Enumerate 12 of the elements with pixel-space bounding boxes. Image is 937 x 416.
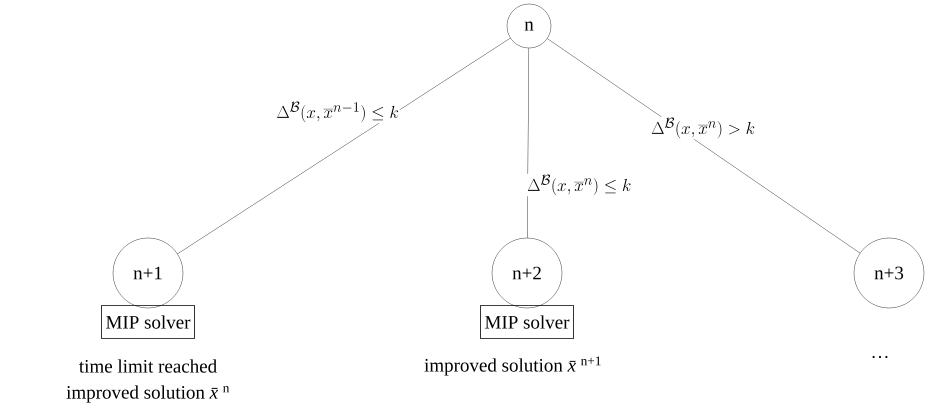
solver-box: MIP solver — [480, 305, 574, 339]
connector-line — [177, 38, 511, 254]
annotation-text: time limit reached — [79, 359, 217, 373]
annotation-text: … — [872, 356, 888, 358]
edge-label: $\Delta^{\mathcal{B}}(x,\overline{x}^{n}) > k$ — [650, 116, 756, 140]
annotation-text: improved solution x̄$^{n}$ — [66, 385, 230, 403]
connector-line — [547, 38, 860, 254]
edge-label: $\Delta^{\mathcal{B}}(x,\overline{x}^{n-1}) \leq k$ — [275, 100, 400, 124]
edge-label: $\Delta^{\mathcal{B}}(x,\overline{x}^{n}) \leq k$ — [526, 174, 632, 196]
solver-box: MIP solver — [101, 305, 195, 339]
connector-line — [527, 48, 530, 238]
annotation-text: improved solution x̄$^{n+1}$ — [424, 356, 601, 376]
